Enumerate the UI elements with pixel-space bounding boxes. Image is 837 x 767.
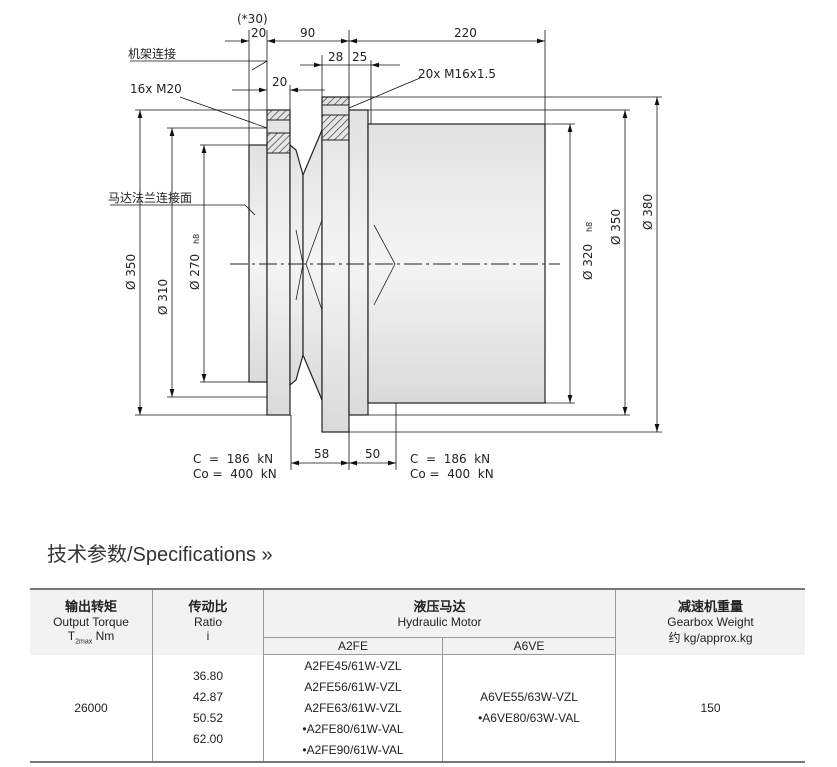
dia-350-left: Ø 350 (124, 254, 138, 290)
dim-220: 220 (454, 26, 477, 40)
bolts-right-label: 20x M16x1.5 (418, 67, 496, 81)
header-a2fe: A2FE (263, 637, 443, 655)
dia-350-right: Ø 350 (609, 209, 623, 245)
header-ratio: 传动比 Ratio i (152, 588, 264, 655)
section-title: 技术参数/Specifications » (47, 544, 273, 566)
dim-20: 20 (251, 26, 266, 40)
bolts-left-label: 16x M20 (130, 82, 182, 96)
dia-320-tol: h8 (585, 222, 594, 232)
a6ve-list: A6VE55/63W-VZL•A6VE80/63W-VAL (442, 654, 616, 763)
torque-value: 26000 (30, 654, 153, 763)
dia-270: Ø 270 (188, 254, 202, 290)
dia-320: Ø 320 (581, 244, 595, 280)
co-left: Co = 400 kN (193, 467, 277, 481)
weight-value: 150 (615, 654, 805, 763)
dia-310: Ø 310 (156, 279, 170, 315)
header-weight: 减速机重量 Gearbox Weight 约 kg/approx.kg (615, 588, 805, 655)
dim-25: 25 (352, 50, 367, 64)
co-right: Co = 400 kN (410, 467, 494, 481)
c-left: C = 186 kN (193, 452, 273, 466)
gearbox-technical-drawing: (*30) 20 90 220 28 25 20 机架连接 16x M20 20… (108, 12, 662, 481)
dim-90: 90 (300, 26, 315, 40)
dim-star30: (*30) (237, 12, 268, 26)
dim-50: 50 (365, 447, 380, 461)
c-right: C = 186 kN (410, 452, 490, 466)
dia-270-tol: h8 (192, 234, 201, 244)
header-torque: 输出转矩 Output Torque T2max Nm (30, 588, 153, 655)
motor-flange-label: 马达法兰连接面 (108, 190, 192, 205)
specifications-table: 输出转矩 Output Torque T2max Nm 传动比 Ratio i … (30, 588, 805, 763)
frame-connection-label: 机架连接 (128, 46, 176, 61)
dim-58: 58 (314, 447, 329, 461)
dim-28: 28 (328, 50, 343, 64)
dia-380: Ø 380 (641, 194, 655, 230)
header-motor: 液压马达 Hydraulic Motor (263, 588, 616, 638)
dim-20-flange: 20 (272, 75, 287, 89)
header-a6ve: A6VE (442, 637, 616, 655)
